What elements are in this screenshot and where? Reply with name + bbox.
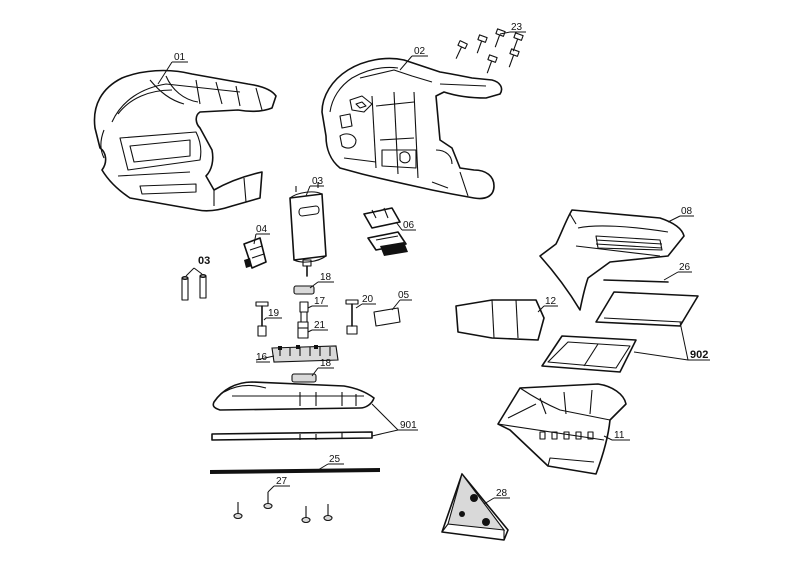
part-19-eccentric — [255, 301, 269, 337]
part-03-motor — [289, 182, 327, 277]
part-16-fan — [271, 345, 339, 363]
label-16: 16 — [256, 352, 268, 363]
part-902-filter — [541, 291, 699, 373]
label-17: 17 — [314, 296, 326, 307]
label-06: 06 — [403, 220, 415, 231]
part-17-shaft — [299, 301, 309, 323]
label-04: 04 — [256, 224, 268, 235]
label-08: 08 — [681, 206, 693, 217]
part-18-bearing-lower — [291, 373, 317, 383]
part-06-switch — [363, 207, 408, 256]
label-12: 12 — [545, 296, 557, 307]
label-28: 28 — [496, 488, 508, 499]
part-25-pad — [210, 468, 380, 474]
label-25: 25 — [329, 454, 341, 465]
label-901: 901 — [400, 420, 417, 431]
label-26: 26 — [679, 262, 691, 273]
label-27: 27 — [276, 476, 288, 487]
part-12-adapter — [455, 299, 545, 341]
label-23: 23 — [511, 22, 523, 33]
label-02: 02 — [414, 46, 426, 57]
label-11: 11 — [614, 430, 625, 441]
label-03-motor: 03 — [312, 176, 324, 187]
part-26-seal — [603, 279, 669, 283]
part-21-pin — [297, 321, 309, 339]
label-01: 01 — [174, 52, 186, 63]
part-28-sanding-tip — [441, 472, 509, 541]
label-21: 21 — [314, 320, 326, 331]
part-02-right-housing — [321, 57, 503, 200]
part-04-terminal — [243, 237, 267, 269]
label-03-pins: 03 — [198, 255, 210, 267]
part-03-pins — [181, 273, 207, 301]
part-11-dust-box — [497, 383, 627, 475]
label-18-bottom: 18 — [320, 358, 332, 369]
part-18-bearing-upper — [293, 285, 315, 295]
label-902: 902 — [690, 349, 708, 361]
label-19: 19 — [268, 308, 280, 319]
part-08-dust-cover — [539, 209, 685, 311]
label-20: 20 — [362, 294, 374, 305]
label-05: 05 — [398, 290, 410, 301]
part-01-left-housing — [93, 69, 277, 212]
part-23-screws — [455, 28, 524, 74]
part-05-plate — [373, 307, 401, 327]
part-20-bolt — [345, 299, 359, 335]
label-18-top: 18 — [320, 272, 332, 283]
part-27-screws — [233, 492, 333, 524]
part-901-base-plate — [211, 381, 375, 441]
